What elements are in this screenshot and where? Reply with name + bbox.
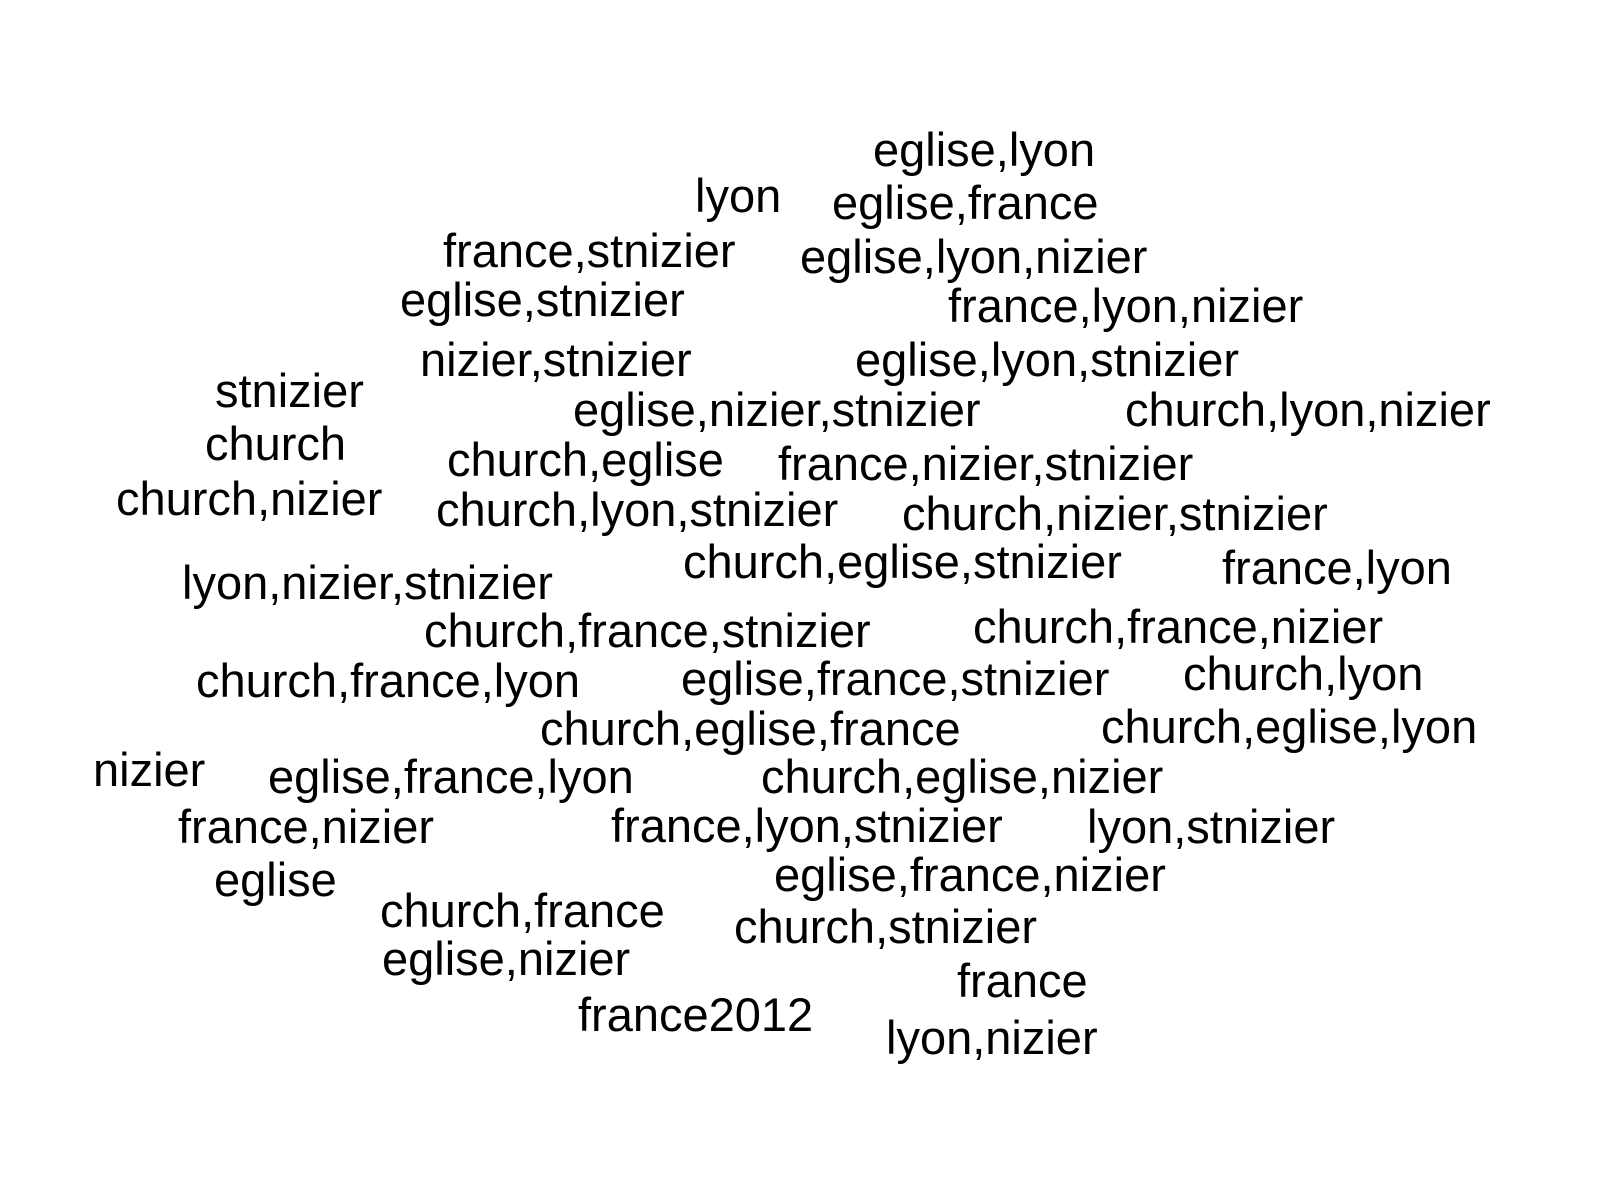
word-church-stnizier: church,stnizier <box>734 900 1037 953</box>
word-church-france-stnizier: church,france,stnizier <box>424 604 871 657</box>
word-church-france-lyon: church,france,lyon <box>196 654 581 707</box>
word-lyon-nizier: lyon,nizier <box>886 1011 1098 1064</box>
word-france-stnizier: france,stnizier <box>443 224 736 277</box>
word-france-lyon-stnizier: france,lyon,stnizier <box>611 799 1003 852</box>
word-eglise-france-stnizier: eglise,france,stnizier <box>681 652 1110 705</box>
word-church-eglise-france: church,eglise,france <box>540 702 961 755</box>
word-france2012: france2012 <box>578 988 814 1041</box>
word-france: france <box>957 954 1088 1007</box>
word-church: church <box>205 417 347 470</box>
word-france-lyon-nizier: france,lyon,nizier <box>948 279 1304 332</box>
word-church-nizier: church,nizier <box>116 472 383 525</box>
word-eglise-france-lyon: eglise,france,lyon <box>268 750 634 803</box>
word-eglise-lyon-nizier: eglise,lyon,nizier <box>800 230 1148 283</box>
word-church-eglise-stnizier: church,eglise,stnizier <box>683 535 1122 588</box>
word-church-eglise-nizier: church,eglise,nizier <box>761 750 1164 803</box>
word-eglise-nizier-stnizier: eglise,nizier,stnizier <box>573 383 981 436</box>
word-nizier: nizier <box>93 743 206 796</box>
word-lyon: lyon <box>695 169 782 222</box>
word-church-france: church,france <box>380 884 665 937</box>
word-eglise-stnizier: eglise,stnizier <box>400 273 685 326</box>
word-lyon-nizier-stnizier: lyon,nizier,stnizier <box>182 556 553 609</box>
word-church-lyon-stnizier: church,lyon,stnizier <box>436 483 839 536</box>
word-church-eglise-lyon: church,eglise,lyon <box>1101 700 1478 753</box>
word-eglise-france-nizier: eglise,france,nizier <box>774 848 1166 901</box>
word-eglise-nizier: eglise,nizier <box>382 932 631 985</box>
word-church-nizier-stnizier: church,nizier,stnizier <box>902 487 1328 540</box>
word-eglise-lyon: eglise,lyon <box>873 123 1096 176</box>
word-nizier-stnizier: nizier,stnizier <box>420 333 692 386</box>
word-eglise-lyon-stnizier: eglise,lyon,stnizier <box>855 333 1240 386</box>
word-church-france-nizier: church,france,nizier <box>973 600 1384 653</box>
word-stnizier: stnizier <box>215 364 364 417</box>
word-church-eglise: church,eglise <box>447 433 724 486</box>
word-france-nizier: france,nizier <box>178 800 434 853</box>
word-church-lyon-nizier: church,lyon,nizier <box>1125 383 1491 436</box>
word-france-lyon: france,lyon <box>1222 541 1452 594</box>
word-church-lyon: church,lyon <box>1183 647 1424 700</box>
word-lyon-stnizier: lyon,stnizier <box>1087 800 1336 853</box>
word-eglise-france: eglise,france <box>832 176 1099 229</box>
word-france-nizier-stnizier: france,nizier,stnizier <box>778 437 1194 490</box>
word-eglise: eglise <box>214 853 337 906</box>
